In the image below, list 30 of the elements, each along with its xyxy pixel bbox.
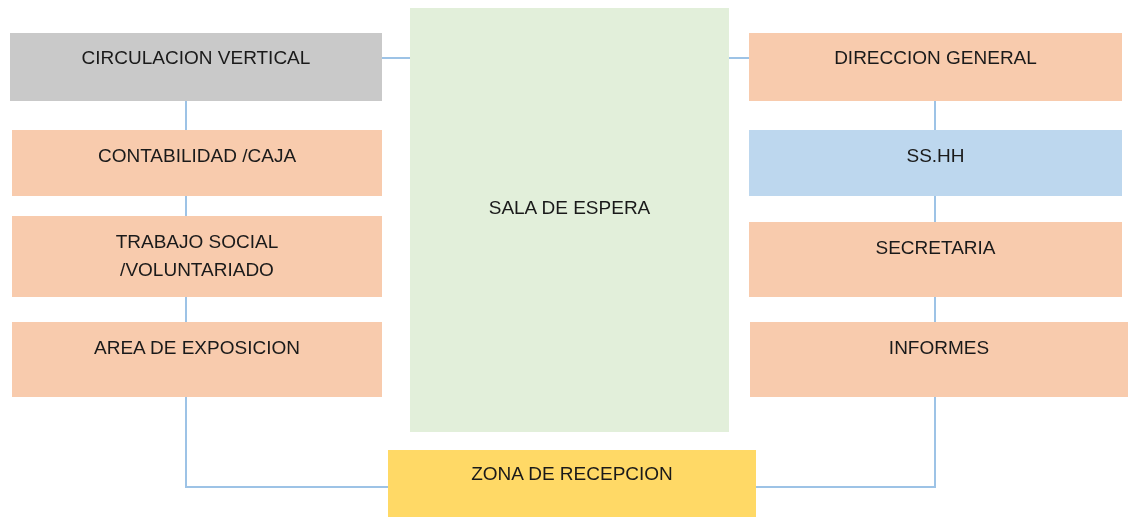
room-label: TRABAJO SOCIAL /VOLUNTARIADO: [114, 230, 280, 282]
room-label: SECRETARIA: [875, 236, 996, 260]
connector-line: [185, 100, 187, 131]
room-label: SALA DE ESPERA: [488, 196, 651, 220]
room-box: [750, 322, 1128, 397]
room-label: DIRECCION GENERAL: [834, 46, 1037, 70]
connector-line: [934, 195, 936, 223]
room-box: [388, 450, 756, 517]
room-label: CIRCULACION VERTICAL: [81, 46, 311, 70]
connector-line: [934, 296, 936, 323]
connector-line: [381, 57, 411, 59]
room-box: [410, 8, 729, 432]
connector-line: [755, 396, 936, 488]
connector-line: [185, 296, 187, 323]
room-label: CONTABILIDAD /CAJA: [97, 144, 297, 168]
room-box: [12, 130, 382, 196]
room-box: [12, 322, 382, 397]
room-box: [749, 130, 1122, 196]
connector-line: [728, 57, 750, 59]
room-box: [749, 33, 1122, 101]
room-label: ZONA DE RECEPCION: [471, 462, 673, 486]
room-box: [10, 33, 382, 101]
room-label: SS.HH: [906, 144, 965, 168]
connector-line: [934, 100, 936, 131]
room-box: [749, 222, 1122, 297]
room-label: INFORMES: [888, 336, 990, 360]
connector-line: [185, 396, 389, 488]
room-box: [12, 216, 382, 297]
room-label: AREA DE EXPOSICION: [94, 336, 300, 360]
connector-line: [185, 195, 187, 217]
